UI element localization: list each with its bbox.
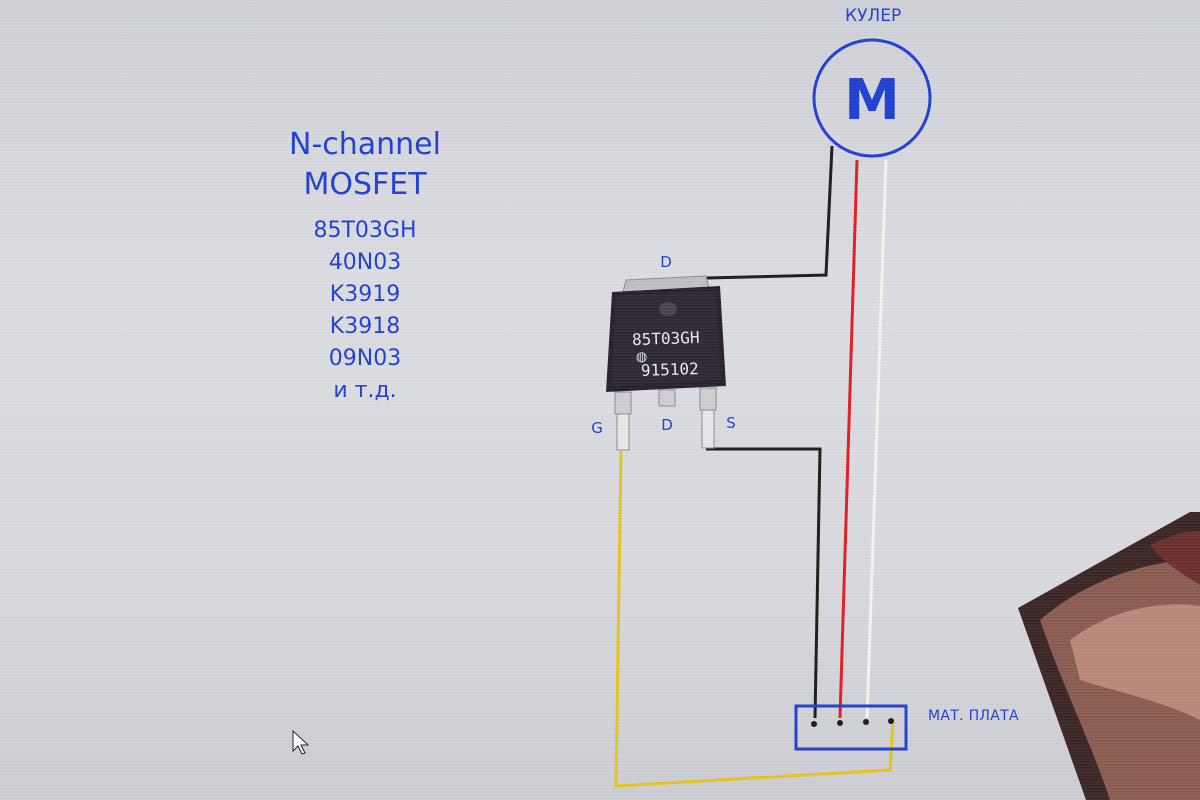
connector-pin-3 [863, 719, 869, 725]
connector-pin-2 [837, 720, 843, 726]
connector-pin-1 [811, 721, 817, 727]
chip-leg-gate [614, 391, 632, 451]
part-number: K3919 [329, 282, 401, 307]
chip-marking-line1: 85T03GH [632, 328, 700, 349]
part-number-list: 85T03GH 40N03 K3919 K3918 09N03 и т.д. [270, 215, 460, 407]
connector-pin-4 [888, 718, 894, 724]
board-connector [794, 704, 908, 751]
part-number: 40N03 [328, 250, 402, 275]
motor-circle [812, 38, 932, 158]
title-line-1: N-channel [289, 127, 441, 162]
hand-photo-overlay [1018, 512, 1200, 800]
part-number: 09N03 [328, 346, 402, 371]
wire-white-motor-to-board [865, 159, 888, 719]
chip-marking-line2: 915102 [641, 359, 699, 380]
pin-label-tab-drain: D [660, 253, 672, 271]
diagram-title: N-channel MOSFET [250, 125, 480, 205]
chip-leg-drain [658, 389, 676, 407]
motor-symbol: M [844, 68, 900, 133]
pin-label-drain: D [661, 416, 673, 434]
chip-logo: ◍ [636, 350, 648, 365]
part-number: и т.д. [333, 378, 397, 403]
mosfet-chip: 85T03GH ◍ 915102 [606, 275, 726, 451]
part-number: 85T03GH [313, 218, 417, 243]
motherboard-label: МАТ. ПЛАТА [928, 708, 1019, 724]
mouse-cursor-icon [292, 729, 310, 755]
wire-black-motor-to-drain [705, 145, 834, 280]
title-line-2: MOSFET [303, 167, 427, 202]
chip-leg-source [699, 387, 717, 449]
part-number: K3918 [329, 314, 401, 339]
cooler-label: КУЛЕР [845, 6, 902, 26]
wire-red-motor-to-board [838, 159, 859, 719]
pin-label-source: S [726, 414, 736, 432]
wire-yellow-gate-to-board [614, 450, 895, 788]
pin-label-gate: G [591, 419, 603, 437]
wire-black-source-to-board [706, 447, 822, 719]
